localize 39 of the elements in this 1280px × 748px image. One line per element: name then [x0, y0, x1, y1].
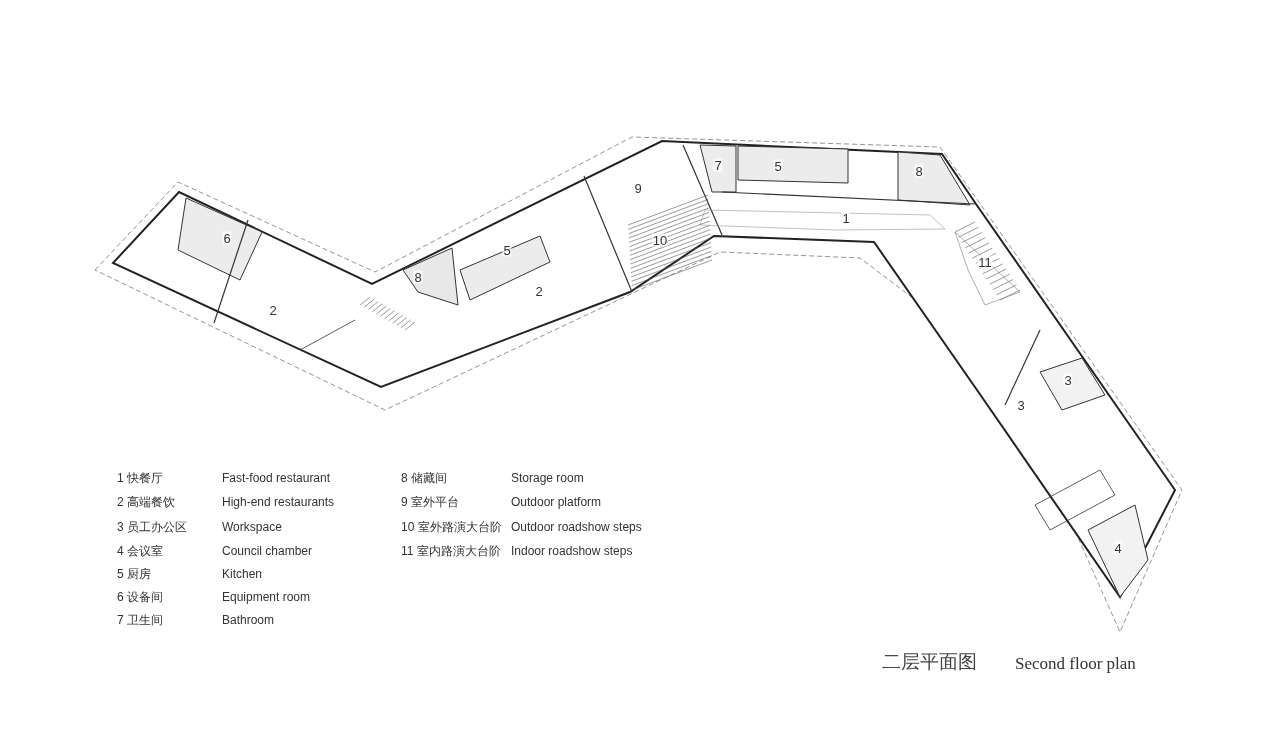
- key-entry: Outdoor roadshow steps: [511, 521, 642, 533]
- key-entry: 6 设备间: [117, 591, 163, 603]
- room-number: 10: [651, 233, 669, 247]
- room-number: 5: [502, 243, 512, 257]
- room-number: 3: [1016, 398, 1026, 412]
- key-entry: 4 会议室: [117, 545, 163, 557]
- key-entry: 3 员工办公区: [117, 521, 187, 533]
- room-number: 8: [413, 270, 423, 284]
- key-entry: Fast-food restaurant: [222, 472, 331, 484]
- room-number: 2: [268, 303, 278, 317]
- key-entry: Workspace: [222, 521, 282, 533]
- plan-title: 二层平面图: [882, 652, 977, 671]
- room-number: 4: [1113, 541, 1123, 555]
- key-entry: 8 储藏间: [401, 472, 447, 484]
- key-entry: Council chamber: [222, 545, 313, 557]
- key-entry: 2 高端餐饮: [117, 496, 175, 508]
- room-number: 1: [841, 211, 851, 225]
- room-number: 6: [222, 231, 232, 245]
- room-number: 9: [633, 181, 643, 195]
- room-number: 7: [713, 158, 723, 172]
- key-entry: 11 室内路演大台阶: [401, 545, 501, 557]
- room-number: 5: [773, 159, 783, 173]
- key-entry: Kitchen: [222, 568, 263, 580]
- key-entry: Outdoor platform: [511, 496, 602, 508]
- room-number: 8: [914, 164, 924, 178]
- key-entry: High-end restaurants: [222, 496, 335, 508]
- room-number: 2: [534, 284, 544, 298]
- key-entry: 5 厨房: [117, 568, 151, 580]
- key-entry: 1 快餐厅: [117, 472, 163, 484]
- key-entry: 10 室外路演大台阶: [401, 521, 502, 533]
- key-entry: Indoor roadshow steps: [511, 545, 633, 557]
- key-entry: Equipment room: [222, 591, 311, 603]
- key-entry: 7 卫生间: [117, 614, 163, 626]
- key-entry: Bathroom: [222, 614, 275, 626]
- key-entry: Storage room: [511, 472, 584, 484]
- key-entry: 9 室外平台: [401, 496, 459, 508]
- room-number: 3: [1063, 373, 1073, 387]
- room-number: 11: [977, 255, 993, 269]
- plan-caption: Second floor plan: [1015, 655, 1136, 672]
